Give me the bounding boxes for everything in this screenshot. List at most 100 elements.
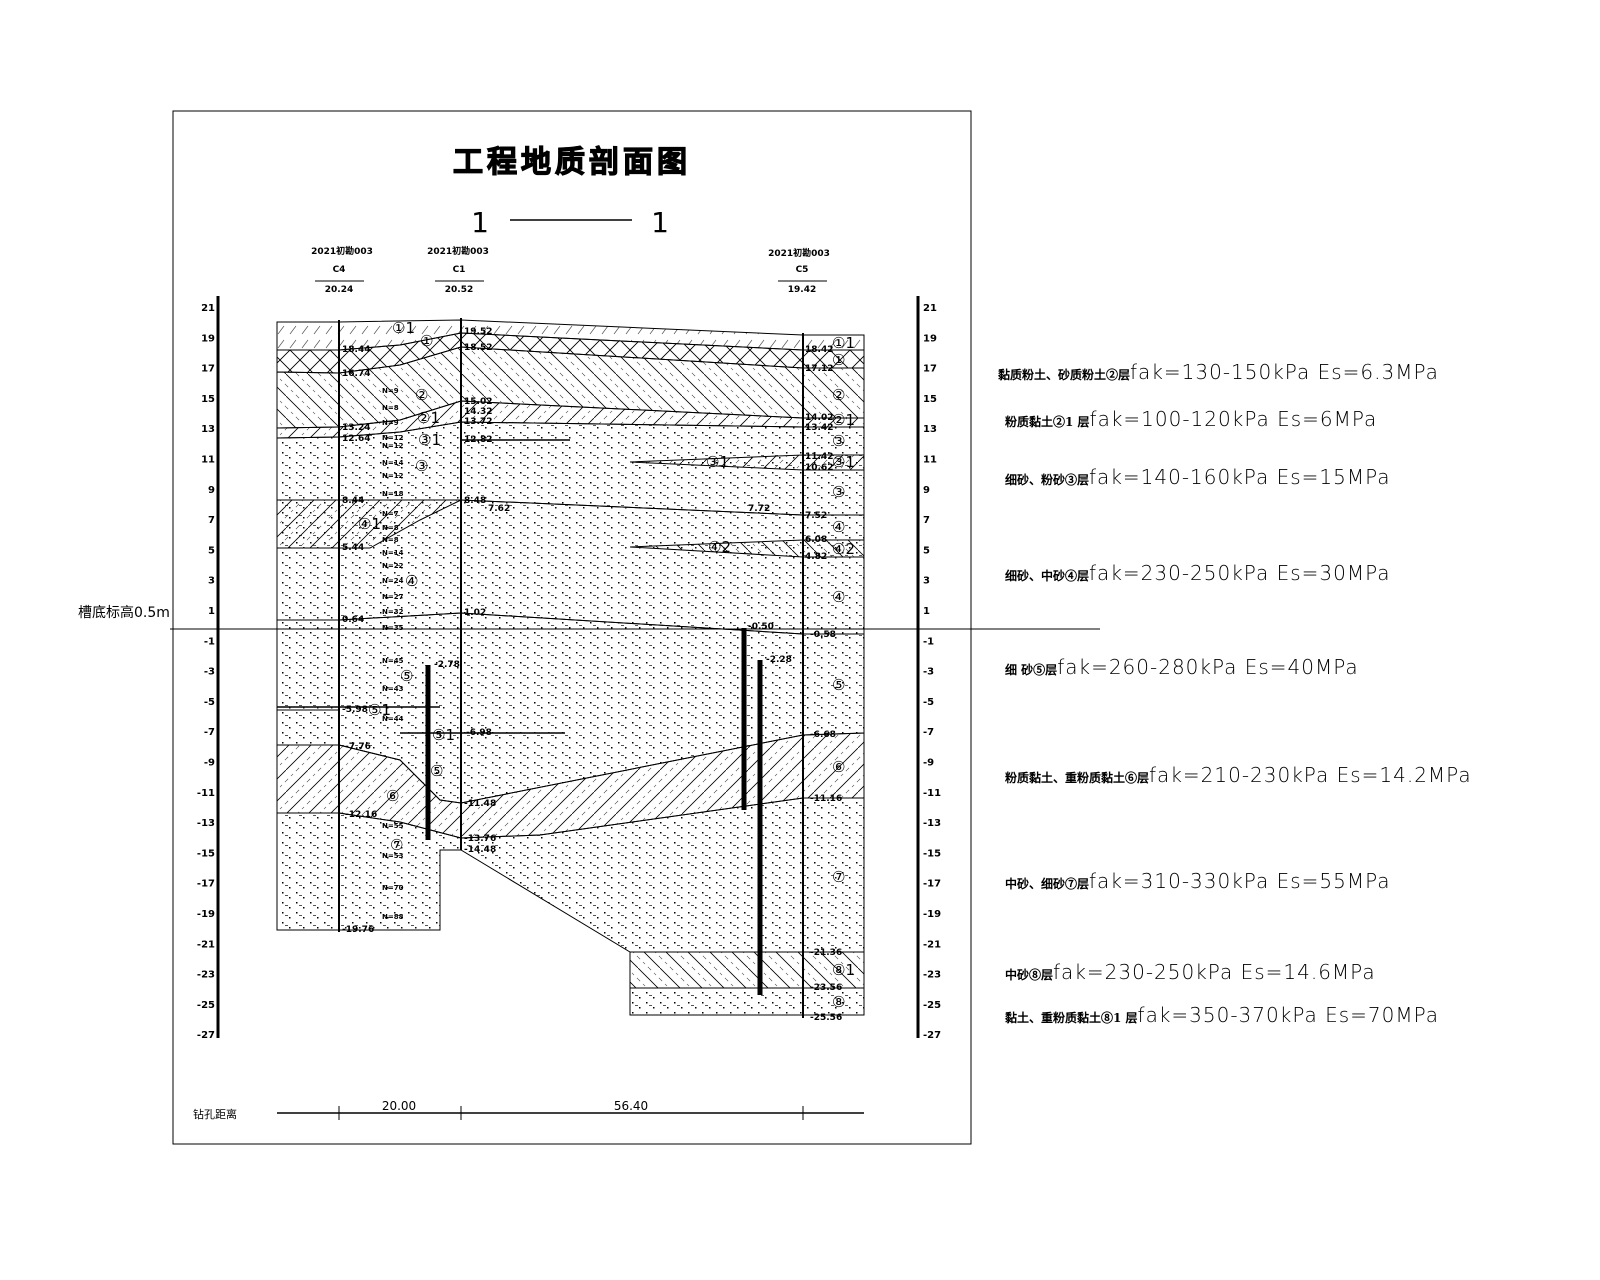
blow-count: N=9 — [382, 419, 399, 427]
axis-tick-label: 19 — [923, 333, 937, 344]
blow-count: N=24 — [382, 577, 404, 585]
axis-tick-label: 15 — [201, 394, 215, 405]
svg-text:-25.56: -25.56 — [810, 1013, 842, 1023]
svg-text:C5: C5 — [796, 265, 809, 275]
axis-tick-label: 11 — [201, 455, 215, 466]
axis-tick-label: -9 — [923, 758, 934, 769]
excavation-base-label: 槽底标高0.5m — [78, 604, 170, 621]
svg-text:④1: ④1 — [358, 515, 381, 533]
svg-text:-13.76: -13.76 — [464, 834, 496, 844]
legend-item: 细砂、中砂④层fak=230-250kPa Es=30MPa — [1005, 561, 1391, 585]
blow-count: N=7 — [382, 510, 399, 518]
svg-text:16.74: 16.74 — [342, 369, 370, 379]
axis-tick-label: 21 — [923, 303, 937, 314]
svg-text:14.02: 14.02 — [805, 413, 833, 423]
svg-text:⑤: ⑤ — [400, 667, 413, 685]
svg-text:③1: ③1 — [706, 453, 729, 471]
legend-item: 粉质黏土②1 层fak=100-120kPa Es=6MPa — [1005, 407, 1378, 431]
borehole-header-c4: 2021初勘003 C4 20.24 — [311, 245, 373, 295]
axis-tick-label: 1 — [208, 606, 215, 617]
lens-4-2 — [629, 539, 865, 558]
borehole-header-c1: 2021初勘003 C1 20.52 — [427, 245, 489, 295]
svg-text:12.82: 12.82 — [464, 435, 492, 445]
svg-text:18.42: 18.42 — [805, 345, 833, 355]
axis-tick-label: -7 — [923, 727, 934, 738]
svg-text:-7.76: -7.76 — [345, 742, 371, 752]
svg-text:19.42: 19.42 — [788, 285, 816, 295]
blow-count: N=12 — [382, 442, 404, 450]
svg-text:20.52: 20.52 — [445, 285, 473, 295]
borehole-header-c5: 2021初勘003 C5 19.42 — [768, 247, 830, 295]
axis-tick-label: 7 — [208, 515, 215, 526]
svg-text:20.24: 20.24 — [325, 285, 353, 295]
svg-text:③1: ③1 — [418, 431, 441, 449]
svg-text:③1: ③1 — [832, 453, 855, 471]
axis-tick-label: -13 — [923, 818, 941, 829]
svg-text:②1: ②1 — [417, 409, 440, 427]
svg-text:-2.78: -2.78 — [434, 660, 460, 670]
svg-text:⑧: ⑧ — [832, 993, 845, 1011]
svg-text:13.42: 13.42 — [805, 423, 833, 433]
axis-tick-label: -11 — [923, 788, 941, 799]
blow-count: N=12 — [382, 434, 404, 442]
axis-tick-label: -19 — [923, 909, 941, 920]
legend-item: 中砂、细砂⑦层fak=310-330kPa Es=55MPa — [1005, 869, 1391, 893]
borehole-distance-label: 钻孔距离 — [193, 1107, 237, 1121]
axis-tick-label: -17 — [923, 879, 941, 890]
svg-text:②1: ②1 — [832, 411, 855, 429]
svg-text:-12.16: -12.16 — [345, 810, 377, 820]
svg-text:1.02: 1.02 — [464, 608, 486, 618]
section-start-label: 1 — [471, 206, 489, 239]
axis-tick-label: -27 — [923, 1030, 941, 1041]
svg-text:4.82: 4.82 — [805, 552, 827, 562]
svg-text:⑧1: ⑧1 — [832, 961, 855, 979]
svg-text:②: ② — [415, 386, 428, 404]
layer-7 — [276, 797, 865, 953]
axis-tick-label: -11 — [197, 788, 215, 799]
blow-count: N=14 — [382, 549, 404, 557]
svg-text:13.24: 13.24 — [342, 423, 370, 433]
blow-count: N=22 — [382, 562, 404, 570]
svg-text:⑤1: ⑤1 — [432, 726, 455, 744]
axis-tick-label: 13 — [201, 424, 215, 435]
blow-count: N=70 — [382, 884, 404, 892]
svg-text:-11.16: -11.16 — [810, 794, 842, 804]
svg-text:7.62: 7.62 — [488, 504, 510, 514]
svg-text:-6.98: -6.98 — [466, 728, 492, 738]
legend-item: 中砂⑧层fak=230-250kPa Es=14.6MPa — [1005, 960, 1376, 984]
axis-tick-label: 1 — [923, 606, 930, 617]
svg-text:-2.28: -2.28 — [766, 655, 792, 665]
svg-text:①: ① — [420, 332, 433, 350]
axis-tick-label: 9 — [923, 485, 930, 496]
axis-tick-label: 9 — [208, 485, 215, 496]
svg-text:-5.98: -5.98 — [342, 705, 368, 715]
axis-tick-label: 11 — [923, 455, 937, 466]
axis-tick-label: 19 — [201, 333, 215, 344]
svg-text:14.32: 14.32 — [464, 407, 492, 417]
svg-text:8.48: 8.48 — [464, 496, 486, 506]
svg-text:-0.58: -0.58 — [810, 630, 836, 640]
svg-text:-11.48: -11.48 — [464, 799, 496, 809]
strata — [276, 319, 865, 1016]
svg-text:③: ③ — [832, 483, 845, 501]
axis-tick-label: 13 — [923, 424, 937, 435]
distance-c1-c5: 56.40 — [614, 1099, 648, 1113]
blow-count: N=43 — [382, 685, 404, 693]
blow-count: N=8 — [382, 404, 399, 412]
svg-text:5.44: 5.44 — [342, 543, 364, 553]
blow-count: N=44 — [382, 715, 404, 723]
svg-text:17.12: 17.12 — [805, 364, 833, 374]
axis-tick-label: -15 — [923, 848, 941, 859]
legend-item: 黏质粉土、砂质粉土②层fak=130-150kPa Es=6.3MPa — [998, 360, 1439, 384]
svg-text:①1: ①1 — [392, 319, 415, 337]
lens-4-1 — [276, 499, 462, 549]
svg-text:⑦: ⑦ — [390, 836, 403, 854]
blow-count: N=32 — [382, 608, 404, 616]
svg-text:-23.56: -23.56 — [810, 983, 842, 993]
